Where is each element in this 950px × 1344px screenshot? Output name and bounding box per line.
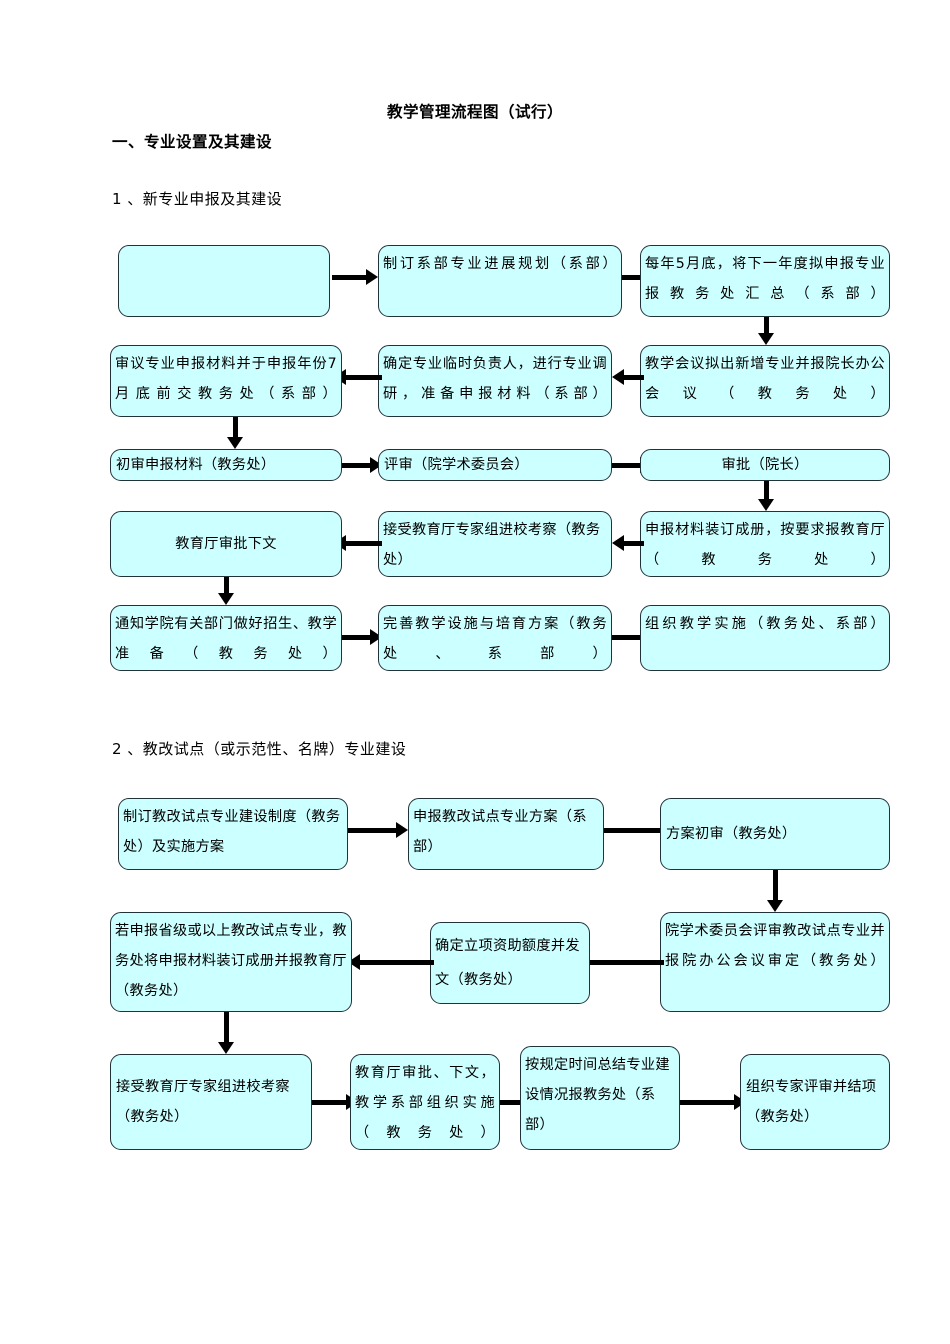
flow1-node-n15-label: 组织教学实施（教务处、系部） bbox=[645, 616, 885, 632]
flow1-arrow-n6-n7 bbox=[226, 417, 244, 449]
flow1-node-n14[interactable]: 完善教学设施与培育方案（教务处、系部） bbox=[378, 605, 612, 671]
section-heading-1: 一、专业设置及其建设 bbox=[112, 133, 273, 151]
flow1-node-n2-label: 制订系部专业进展规划（系部） bbox=[383, 256, 617, 272]
flow1-arrow-n4-n5 bbox=[612, 368, 644, 386]
flow2-node-m5[interactable]: 确定立项资助额度并发文（教务处） bbox=[430, 922, 590, 1004]
flow1-arrow-n3-n4 bbox=[757, 317, 775, 345]
flow2-arrow-m1-m2 bbox=[348, 821, 408, 839]
page-title: 教学管理流程图（试行） bbox=[386, 103, 563, 121]
flow1-node-n4[interactable]: 教学会议拟出新增专业并报院长办公会议（教务处） bbox=[640, 345, 890, 417]
flow1-node-n7[interactable]: 初审申报材料（教务处） bbox=[110, 449, 342, 481]
flow2-arrow-m6-m7 bbox=[217, 1012, 235, 1054]
flow2-node-m10-label: 组织专家评审并结项（教务处） bbox=[746, 1079, 877, 1125]
flow1-node-n2[interactable]: 制订系部专业进展规划（系部） bbox=[378, 245, 622, 317]
flow2-node-m2[interactable]: 申报教改试点专业方案（系部） bbox=[408, 798, 604, 870]
flow2-node-m9[interactable]: 按规定时间总结专业建设情况报教务处（系部） bbox=[520, 1046, 680, 1150]
flow1-arrow-n12-n13 bbox=[217, 577, 235, 605]
flow2-node-m4[interactable]: 院学术委员会评审教改试点专业并报院办公会议审定（教务处） bbox=[660, 912, 890, 1012]
flow1-arrow-n1-n2 bbox=[332, 268, 378, 286]
flow1-node-n8-label: 评审（院学术委员会） bbox=[384, 457, 529, 473]
flow1-arrow-n9-n10 bbox=[757, 481, 775, 511]
flow2-node-m6[interactable]: 若申报省级或以上教改试点专业，教务处将申报材料装订成册并报教育厅（教务处） bbox=[110, 912, 352, 1012]
flow1-node-n4-label: 教学会议拟出新增专业并报院长办公会议（教务处） bbox=[645, 356, 885, 402]
flow2-node-m5-label: 确定立项资助额度并发文（教务处） bbox=[435, 938, 580, 988]
flow1-node-n5-label: 确定专业临时负责人，进行专业调研，准备申报材料（系部） bbox=[383, 356, 607, 402]
flow1-arrow-n7-n8 bbox=[342, 456, 382, 474]
flow1-node-n13-label: 通知学院有关部门做好招生、教学准备（教务处） bbox=[115, 616, 337, 662]
flow1-node-n6[interactable]: 审议专业申报材料并于申报年份7月底前交教务处（系部） bbox=[110, 345, 342, 417]
flow1-node-n8[interactable]: 评审（院学术委员会） bbox=[378, 449, 612, 481]
flow2-node-m2-label: 申报教改试点专业方案（系部） bbox=[413, 809, 587, 855]
flow2-arrow-m3-m4 bbox=[766, 870, 784, 912]
flow1-node-n6-label: 审议专业申报材料并于申报年份7月底前交教务处（系部） bbox=[115, 356, 337, 402]
flow1-node-n15[interactable]: 组织教学实施（教务处、系部） bbox=[640, 605, 890, 671]
flow1-node-n14-label: 完善教学设施与培育方案（教务处、系部） bbox=[383, 616, 607, 662]
flow2-arrow-m4-m5 bbox=[578, 953, 664, 971]
flow1-node-n10-label: 申报材料装订成册，按要求报教育厅（教务处） bbox=[645, 522, 885, 568]
flow1-arrow-n13-n14 bbox=[342, 628, 382, 646]
flow2-node-m7-label: 接受教育厅专家组进校考察（教务处） bbox=[116, 1079, 290, 1125]
flow1-node-n12[interactable]: 教育厅审批下文 bbox=[110, 511, 342, 577]
flow1-node-n9-label: 审批（院长） bbox=[721, 457, 809, 473]
flow1-node-n5[interactable]: 确定专业临时负责人，进行专业调研，准备申报材料（系部） bbox=[378, 345, 612, 417]
flow2-node-m8[interactable]: 教育厅审批、下文，教学系部组织实施（教务处） bbox=[350, 1054, 500, 1150]
flow1-node-n3-label: 每年5月底，将下一年度拟申报专业报教务处汇总（系部） bbox=[645, 256, 885, 302]
flow1-node-n3[interactable]: 每年5月底，将下一年度拟申报专业报教务处汇总（系部） bbox=[640, 245, 890, 317]
flow1-node-n9[interactable]: 审批（院长） bbox=[640, 449, 890, 481]
flow2-node-m10[interactable]: 组织专家评审并结项（教务处） bbox=[740, 1054, 890, 1150]
subsection-heading-2: 2 、教改试点（或示范性、名牌）专业建设 bbox=[112, 740, 407, 758]
flow1-node-n7-label: 初审申报材料（教务处） bbox=[116, 457, 276, 473]
flow2-node-m4-label: 院学术委员会评审教改试点专业并报院办公会议审定（教务处） bbox=[665, 923, 885, 969]
flow2-node-m9-label: 按规定时间总结专业建设情况报教务处（系部） bbox=[525, 1057, 670, 1133]
flow1-arrow-n10-n11 bbox=[612, 534, 644, 552]
flow2-arrow-m9-m10 bbox=[680, 1093, 746, 1111]
flow1-node-n1[interactable] bbox=[118, 245, 330, 317]
flow2-arrow-m5-m6 bbox=[348, 953, 434, 971]
flow1-node-n10[interactable]: 申报材料装订成册，按要求报教育厅（教务处） bbox=[640, 511, 890, 577]
flow2-node-m7[interactable]: 接受教育厅专家组进校考察（教务处） bbox=[110, 1054, 312, 1150]
subsection-heading-1: 1 、新专业申报及其建设 bbox=[112, 190, 283, 208]
flow2-node-m1-label: 制订教改试点专业建设制度（教务处）及实施方案 bbox=[123, 809, 341, 855]
flow1-node-n13[interactable]: 通知学院有关部门做好招生、教学准备（教务处） bbox=[110, 605, 342, 671]
flow2-node-m3[interactable]: 方案初审（教务处） bbox=[660, 798, 890, 870]
flow2-node-m1[interactable]: 制订教改试点专业建设制度（教务处）及实施方案 bbox=[118, 798, 348, 870]
flow2-node-m8-label: 教育厅审批、下文，教学系部组织实施（教务处） bbox=[355, 1065, 495, 1141]
flow2-node-m6-label: 若申报省级或以上教改试点专业，教务处将申报材料装订成册并报教育厅（教务处） bbox=[115, 923, 347, 999]
flow1-node-n11-label: 接受教育厅专家组进校考察（教务处） bbox=[383, 522, 601, 568]
flow1-node-n12-label: 教育厅审批下文 bbox=[175, 536, 277, 552]
flow1-node-n11[interactable]: 接受教育厅专家组进校考察（教务处） bbox=[378, 511, 612, 577]
flow2-node-m3-label: 方案初审（教务处） bbox=[666, 826, 797, 842]
